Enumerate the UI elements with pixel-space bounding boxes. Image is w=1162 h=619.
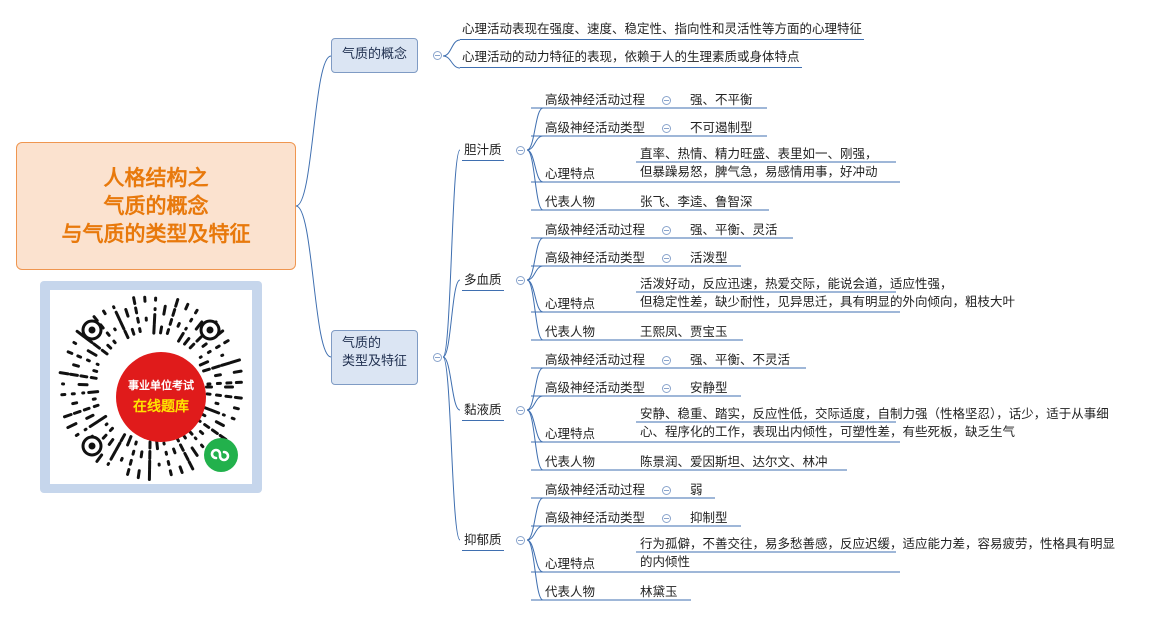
collapse-toggle-icon[interactable] [516,276,525,285]
traits-line-1: 行为孤僻，不善交往，易多愁善感，反应迟缓，适应能力差，容易疲劳，性格具有明显 [640,536,1116,551]
row-value-people: 陈景润、爱因斯坦、达尔文、林冲 [640,454,828,469]
collapse-toggle-icon[interactable] [662,96,671,105]
root-topic[interactable]: 人格结构之 气质的概念 与气质的类型及特征 [16,142,296,270]
row-label-people: 代表人物 [545,584,596,599]
row-label-traits: 心理特点 [545,426,596,441]
branch-types-label-2: 类型及特征 [342,354,408,369]
traits-line-1: 安静、稳重、踏实，反应性低，交际适度，自制力强（性格坚忍），话少，适于从事细 [640,406,1109,421]
qr-line-2: 在线题库 [133,398,189,415]
row-value-process: 强、不平衡 [690,92,753,107]
traits-line-2: 心、程序化的工作，表现出内倾性，可塑性差，有些死板，缺乏生气 [640,424,1016,439]
type-name-3: 抑郁质 [462,532,504,551]
concept-item-2: 心理活动的动力特征的表现，依赖于人的生理素质或身体特点 [460,49,802,68]
branch-concept-label: 气质的概念 [342,47,408,62]
traits-line-2: 但稳定性差，缺少耐性，见异思迁，具有明显的外向倾向，粗枝大叶 [640,294,1016,309]
wechat-mini-program-icon [204,438,238,472]
collapse-toggle-icon[interactable] [516,406,525,415]
row-label-process: 高级神经活动过程 [545,222,646,237]
traits-line-2: 的内倾性 [640,554,691,569]
type-name-0: 胆汁质 [462,142,504,161]
row-value-people: 林黛玉 [640,584,678,599]
row-label-traits: 心理特点 [545,296,596,311]
qr-code-panel[interactable]: 事业单位考试 在线题库 [40,281,262,493]
row-label-type: 高级神经活动类型 [545,510,646,525]
row-value-process: 强、平衡、不灵活 [690,352,791,367]
qr-code-image: 事业单位考试 在线题库 [50,290,252,484]
root-line-3: 与气质的类型及特征 [61,222,251,246]
branch-types-label-1: 气质的 [342,336,382,351]
branch-types[interactable]: 气质的 类型及特征 [331,330,419,385]
row-value-type: 活泼型 [690,250,728,265]
row-label-people: 代表人物 [545,194,596,209]
row-value-type: 安静型 [690,380,728,395]
row-value-process: 弱 [690,482,703,497]
collapse-toggle-icon[interactable] [662,254,671,263]
row-value-people: 张飞、李逵、鲁智深 [640,194,753,209]
row-label-type: 高级神经活动类型 [545,250,646,265]
type-name-1: 多血质 [462,272,504,291]
row-label-process: 高级神经活动过程 [545,92,646,107]
row-value-type: 抑制型 [690,510,728,525]
root-line-1: 人格结构之 [103,166,209,190]
branch-concept[interactable]: 气质的概念 [331,38,419,73]
qr-center-badge: 事业单位考试 在线题库 [116,352,206,442]
collapse-toggle-icon[interactable] [662,486,671,495]
collapse-toggle-icon[interactable] [662,356,671,365]
row-label-type: 高级神经活动类型 [545,120,646,135]
row-label-traits: 心理特点 [545,166,596,181]
row-value-people: 王熙凤、贾宝玉 [640,324,728,339]
row-label-traits: 心理特点 [545,556,596,571]
qr-pattern [58,295,243,481]
traits-line-2: 但暴躁易怒，脾气急，易感情用事，好冲动 [640,164,878,179]
qr-line-1: 事业单位考试 [128,378,194,392]
row-label-process: 高级神经活动过程 [545,482,646,497]
collapse-toggle-icon[interactable] [662,226,671,235]
row-label-people: 代表人物 [545,454,596,469]
row-value-process: 强、平衡、灵活 [690,222,778,237]
collapse-toggle-icon[interactable] [433,353,442,362]
row-label-people: 代表人物 [545,324,596,339]
type-name-2: 黏液质 [462,402,504,421]
collapse-toggle-icon[interactable] [433,51,442,60]
collapse-toggle-icon[interactable] [662,384,671,393]
concept-item-1: 心理活动表现在强度、速度、稳定性、指向性和灵活性等方面的心理特征 [460,21,865,40]
collapse-toggle-icon[interactable] [662,124,671,133]
row-label-process: 高级神经活动过程 [545,352,646,367]
root-line-2: 气质的概念 [103,194,209,218]
row-value-type: 不可遏制型 [690,120,753,135]
collapse-toggle-icon[interactable] [516,146,525,155]
traits-line-1: 活泼好动，反应迅速，热爱交际，能说会道，适应性强， [640,276,953,291]
row-label-type: 高级神经活动类型 [545,380,646,395]
traits-line-1: 直率、热情、精力旺盛、表里如一、刚强， [640,146,878,161]
collapse-toggle-icon[interactable] [662,514,671,523]
collapse-toggle-icon[interactable] [516,536,525,545]
